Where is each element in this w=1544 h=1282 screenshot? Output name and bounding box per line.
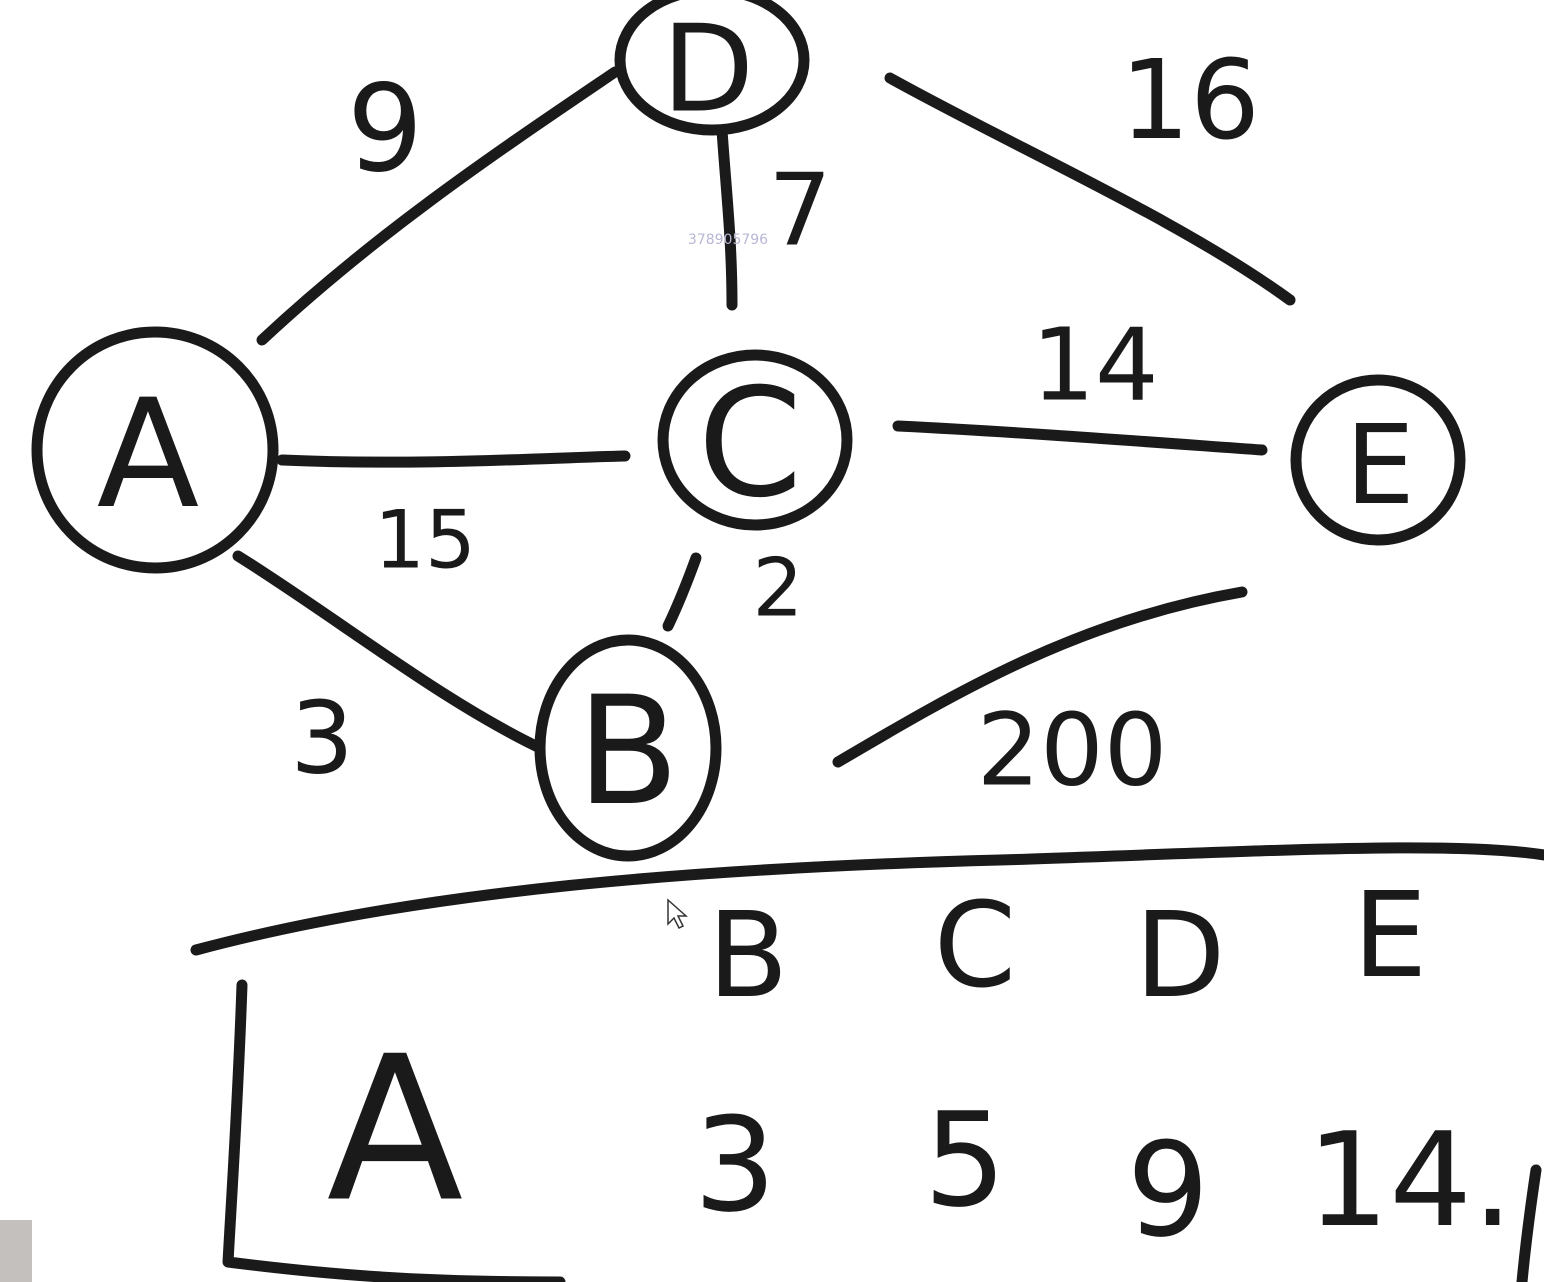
- watermark: 378905796: [688, 232, 768, 248]
- table-header-c: C: [934, 876, 1016, 1014]
- table-value-e: 14.: [1307, 1104, 1514, 1256]
- node-c-label: C: [698, 357, 803, 531]
- node-d-circle: [614, 0, 810, 136]
- node-b-label: B: [577, 665, 680, 839]
- node-a-circle: [31, 326, 279, 574]
- edge-d-c: [716, 124, 738, 311]
- weight-c-b: 2: [753, 542, 804, 635]
- edge-c-b: [662, 552, 702, 632]
- table-bracket-left: [222, 979, 566, 1282]
- node-a-label: A: [97, 368, 200, 542]
- edge-b-e: [832, 586, 1248, 768]
- node-e-circle: [1290, 374, 1466, 546]
- edge-a-d: [256, 66, 621, 346]
- node-c-circle: [657, 349, 853, 531]
- table-bracket-right: [1516, 1164, 1542, 1282]
- table-value-b: 3: [694, 1089, 777, 1241]
- corner-patch: [0, 1220, 32, 1282]
- edge-c-e: [892, 420, 1268, 456]
- edge-a-b: [232, 550, 546, 754]
- node-e-label: E: [1345, 401, 1415, 529]
- weight-d-c: 7: [768, 152, 832, 269]
- edge-a-c: [276, 450, 631, 468]
- table-header-d: D: [1135, 886, 1226, 1024]
- weight-b-e: 200: [977, 692, 1168, 809]
- table-value-d: 9: [1127, 1114, 1210, 1266]
- node-d-label: D: [662, 1, 754, 140]
- weight-a-d: 9: [347, 61, 423, 200]
- separator-line: [190, 842, 1544, 956]
- weight-a-c: 15: [374, 494, 476, 587]
- table-header-b: B: [708, 886, 789, 1024]
- node-b-circle: [534, 634, 722, 862]
- weight-c-e: 14: [1031, 307, 1158, 424]
- weight-a-b: 3: [290, 680, 354, 797]
- table-row-label-a: A: [327, 1014, 464, 1247]
- mouse-cursor-icon: [667, 898, 688, 930]
- table-value-c: 5: [924, 1084, 1007, 1236]
- weight-d-e: 16: [1120, 36, 1260, 164]
- table-header-e: E: [1353, 866, 1428, 1004]
- edge-d-e: [884, 72, 1296, 306]
